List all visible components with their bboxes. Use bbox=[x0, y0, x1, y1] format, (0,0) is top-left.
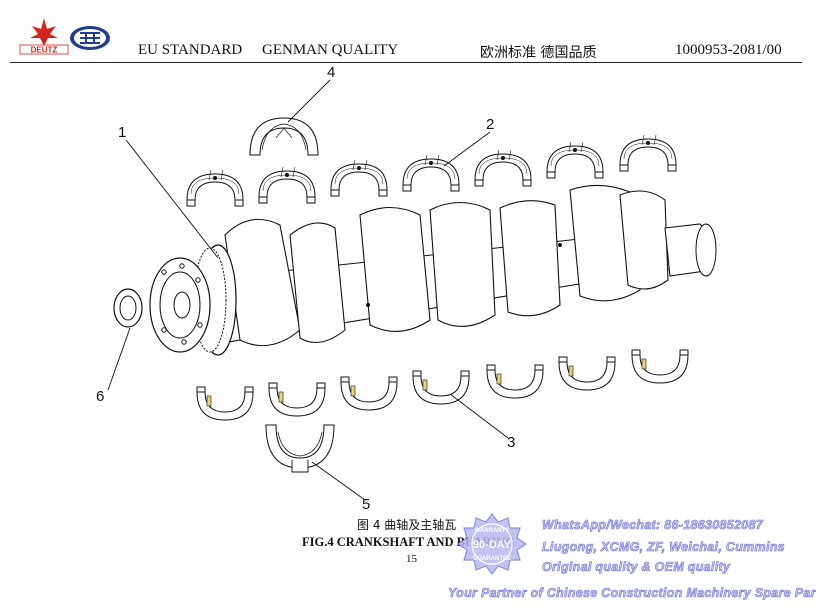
upper-shell-7 bbox=[619, 134, 677, 172]
deutz-logo-icon: DEUTZ bbox=[19, 18, 69, 55]
lower-shell-2 bbox=[268, 382, 326, 417]
page-number: 15 bbox=[406, 553, 417, 565]
watermark-contact: WhatsApp/Wechat: 86-18630852087 bbox=[542, 518, 763, 533]
header-eu-standard: EU STANDARD bbox=[138, 42, 243, 58]
upper-shell-2 bbox=[258, 166, 316, 204]
callout-1: 1 bbox=[118, 124, 127, 141]
header-quality: GENMAN QUALITY bbox=[262, 42, 399, 58]
stamp-bottom-text: GUARANTEE bbox=[473, 556, 511, 562]
watermark-quality: Original quality & OEM quality bbox=[542, 560, 731, 575]
callout-4: 4 bbox=[327, 64, 336, 81]
lower-bearing-shells bbox=[196, 349, 689, 421]
crankshaft-body bbox=[149, 184, 721, 347]
header-chinese: 欧洲标准 德国品质 bbox=[480, 45, 597, 61]
watermark-brands: Liugong, XCMG, ZF, Weichai, Cummins bbox=[542, 540, 785, 555]
upper-shell-4 bbox=[402, 154, 460, 192]
lower-shell-4 bbox=[412, 370, 470, 405]
header-rule bbox=[10, 62, 802, 63]
callout-5: 5 bbox=[362, 496, 371, 513]
callout-6: 6 bbox=[96, 388, 105, 405]
leader-lines bbox=[107, 79, 509, 501]
thrust-washer-lower bbox=[265, 424, 335, 473]
seal-ring bbox=[113, 288, 143, 328]
lower-shell-7 bbox=[631, 349, 689, 384]
header-doc-number: 1000953-2081/00 bbox=[675, 42, 782, 58]
deutz-logo-text: DEUTZ bbox=[31, 46, 58, 55]
upper-shell-6 bbox=[546, 141, 604, 179]
lower-shell-6 bbox=[558, 356, 616, 391]
lower-shell-1 bbox=[196, 386, 254, 421]
figure-caption-cn: 图 4 曲轴及主轴瓦 bbox=[357, 518, 457, 532]
crankshaft-gear-end bbox=[149, 244, 237, 356]
lower-shell-5 bbox=[486, 364, 544, 399]
stamp-top-text: WARRANTY bbox=[475, 528, 510, 534]
watermark-tagline: Your Partner of Chinese Construction Mac… bbox=[448, 586, 816, 601]
faw-logo-icon bbox=[70, 26, 110, 50]
thrust-washer-upper bbox=[249, 117, 319, 156]
callout-3: 3 bbox=[507, 434, 516, 451]
upper-shell-5 bbox=[474, 149, 532, 187]
stamp-center-text: 90-DAY bbox=[473, 539, 512, 551]
callout-2: 2 bbox=[486, 116, 495, 133]
upper-shell-1 bbox=[186, 169, 244, 207]
upper-shell-3 bbox=[330, 159, 388, 197]
warranty-stamp-icon: WARRANTY 90-DAY GUARANTEE bbox=[456, 513, 528, 575]
lower-shell-3 bbox=[340, 376, 398, 411]
